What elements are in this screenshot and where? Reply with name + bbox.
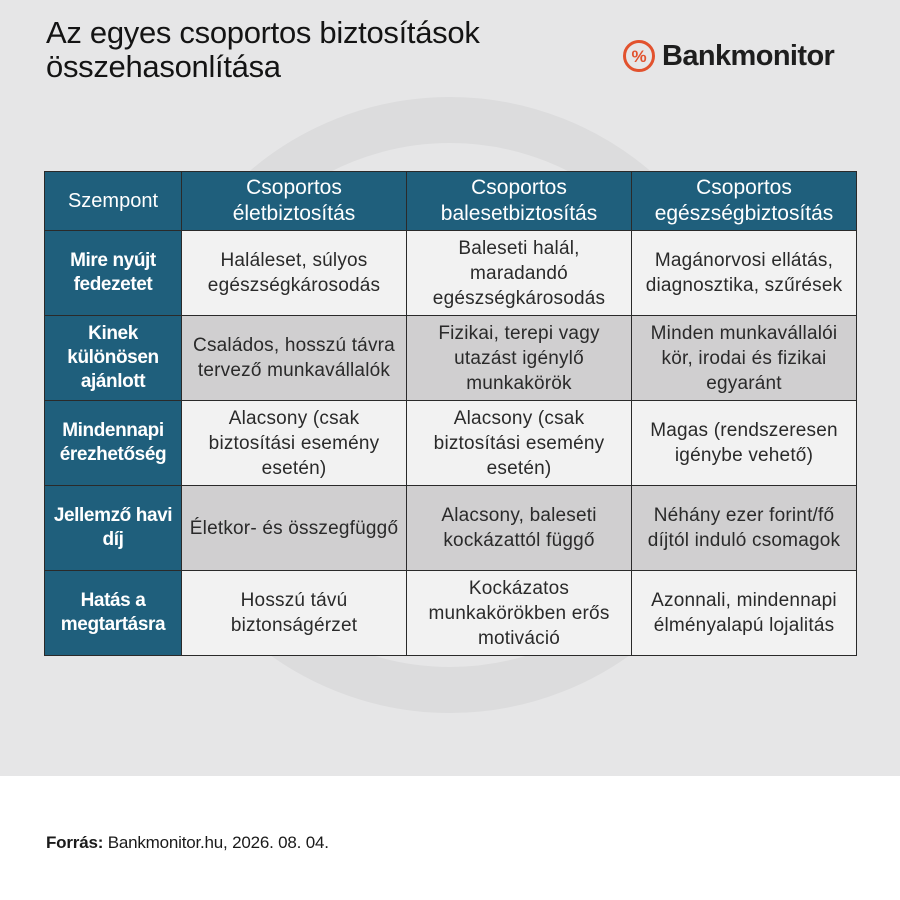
table-cell: Életkor- és összegfüggő [181,485,407,571]
table-cell: Családos, hosszú távra tervező munkaváll… [181,315,407,401]
table-cell: Baleseti halál, maradandó egészségkároso… [406,230,632,316]
brand-name: Bankmonitor [662,39,835,72]
row-label: Kinek különösen ajánlott [44,315,182,401]
table-row: Kinek különösen ajánlott Családos, hossz… [44,315,857,401]
table-cell: Néhány ezer forint/fő díjtól induló csom… [631,485,857,571]
row-label: Jellemző havi díj [44,485,182,571]
table-cell: Azonnali, mindennapi élményalapú lojalit… [631,570,857,656]
table-cell: Magánorvosi ellátás, diagnosztika, szűré… [631,230,857,316]
header-aspect: Szempont [44,171,182,231]
row-label: Hatás a megtartásra [44,570,182,656]
table-cell: Magas (rendszeresen igénybe vehető) [631,400,857,486]
header-accident-insurance: Csoportos balesetbiztosítás [406,171,632,231]
source-text: Bankmonitor.hu, 2026. 08. 04. [107,833,329,852]
table-cell: Haláleset, súlyos egészségkárosodás [181,230,407,316]
source-note: Forrás: Bankmonitor.hu, 2026. 08. 04. [46,833,329,853]
comparison-table: Szempont Csoportos életbiztosítás Csopor… [44,171,857,656]
table-cell: Hosszú távú biztonságérzet [181,570,407,656]
source-label: Forrás: [46,833,104,852]
table-cell: Alacsony (csak biztosítási esemény eseté… [181,400,407,486]
table-row: Jellemző havi díj Életkor- és összegfügg… [44,485,857,571]
table-cell: Alacsony (csak biztosítási esemény eseté… [406,400,632,486]
brand-logo: % Bankmonitor [622,36,835,76]
table-row: Hatás a megtartásra Hosszú távú biztonsá… [44,570,857,656]
table-cell: Kockázatos munkakörökben erős motiváció [406,570,632,656]
table-row: Mindennapi érezhetőség Alacsony (csak bi… [44,400,857,486]
row-label: Mindennapi érezhetőség [44,400,182,486]
table-row: Mire nyújt fedezetet Haláleset, súlyos e… [44,230,857,316]
row-label: Mire nyújt fedezetet [44,230,182,316]
infographic-panel: Az egyes csoportos biztosítások összehas… [0,0,900,776]
table-cell: Fizikai, terepi vagy utazást igénylő mun… [406,315,632,401]
logo-symbol: % [631,47,646,66]
header-life-insurance: Csoportos életbiztosítás [181,171,407,231]
table-cell: Minden munkavállalói kör, irodai és fizi… [631,315,857,401]
table-header-row: Szempont Csoportos életbiztosítás Csopor… [44,171,857,231]
page-title: Az egyes csoportos biztosítások összehas… [46,15,480,84]
percent-logo-icon: % [623,40,655,72]
header-health-insurance: Csoportos egészségbiztosítás [631,171,857,231]
table-cell: Alacsony, baleseti kockázattól függő [406,485,632,571]
